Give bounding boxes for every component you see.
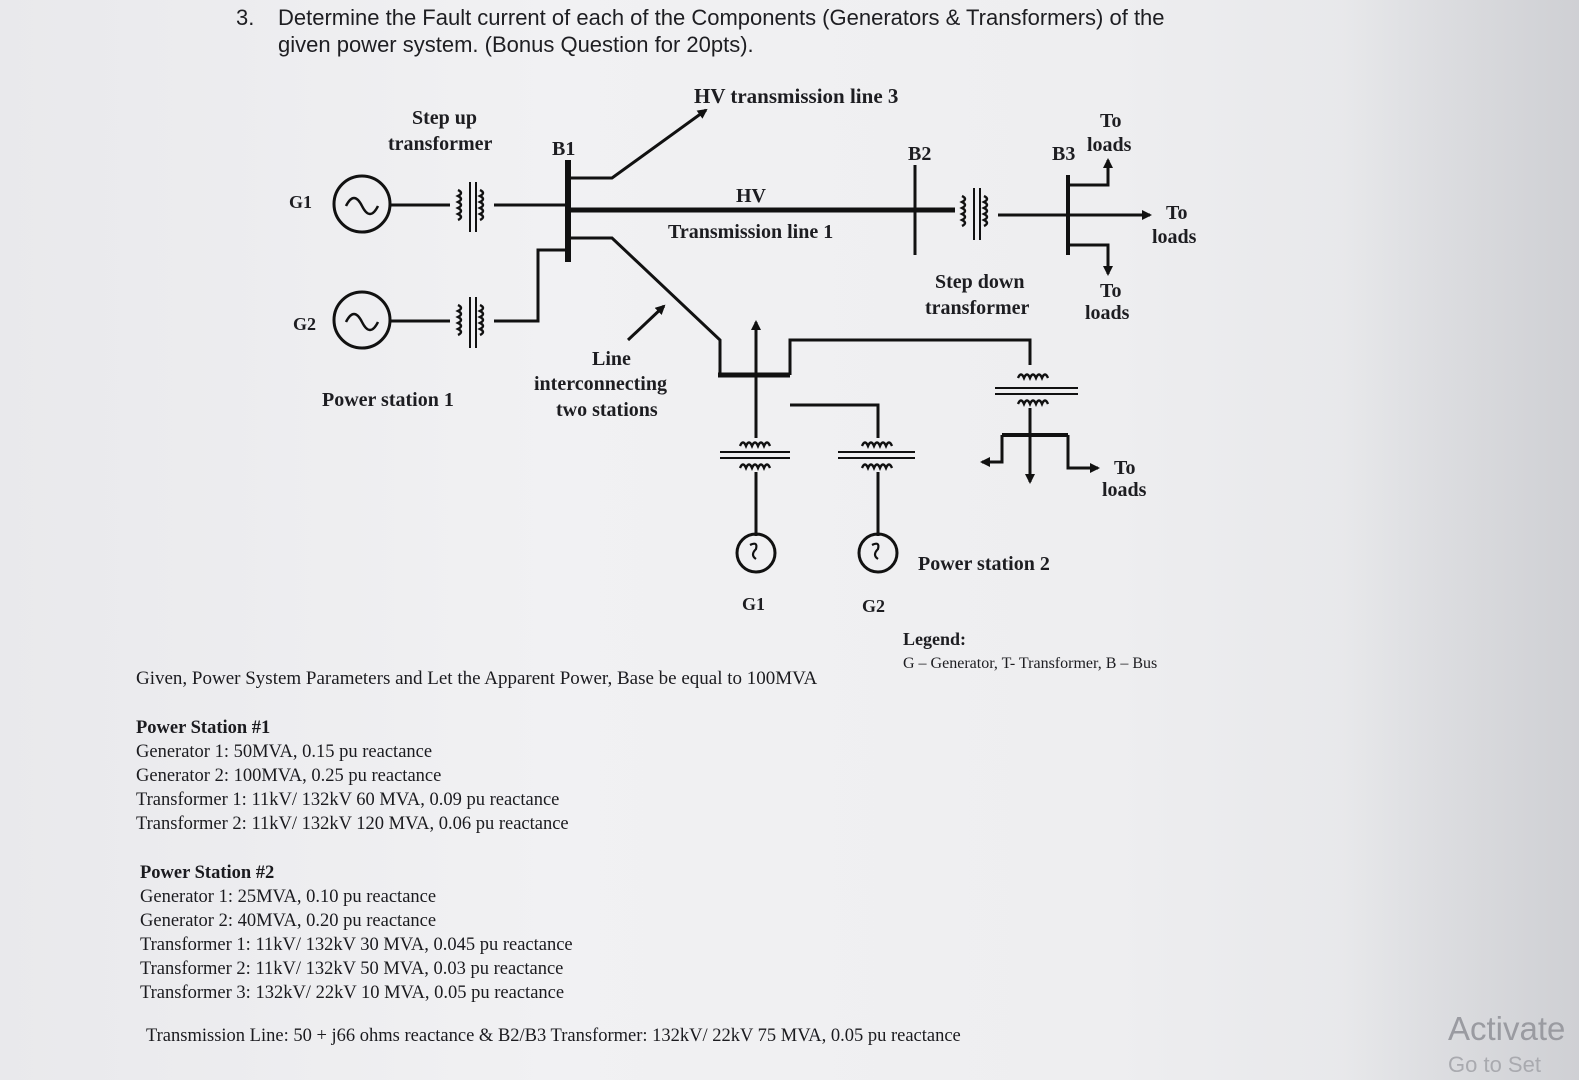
transmission-line-params: Transmission Line: 50 + j66 ohms reactan… [146, 1026, 961, 1046]
label-to-loads-right-1: To [1166, 202, 1188, 224]
power-station-1-params: Power Station #1 Generator 1: 50MVA, 0.1… [136, 716, 569, 836]
label-ps1-g1: G1 [289, 192, 312, 212]
label-to-loads-top-2: loads [1087, 134, 1132, 156]
ps2-g2-generator-symbol [857, 532, 899, 574]
ps1-param: Transformer 2: 11kV/ 132kV 120 MVA, 0.06… [136, 814, 569, 834]
label-line-int-2: interconnecting [534, 373, 667, 395]
ps2-param: Transformer 1: 11kV/ 132kV 30 MVA, 0.045… [140, 935, 573, 955]
question-line-1: Determine the Fault current of each of t… [278, 5, 1165, 30]
screen-edge-shade [1340, 0, 1579, 1080]
label-ps2-g2: G2 [862, 596, 885, 616]
ps2-header: Power Station #2 [140, 863, 275, 883]
question-line-2: given power system. (Bonus Question for … [278, 32, 754, 57]
ps1-t2-transformer-symbol [456, 297, 485, 348]
power-station-2-params: Power Station #2 Generator 1: 25MVA, 0.1… [140, 861, 573, 1005]
activate-windows-watermark: Activate [1448, 1010, 1566, 1047]
label-to-loads-mid-1: To [1100, 280, 1122, 302]
label-b2: B2 [908, 143, 931, 165]
activate-windows-subtext: Go to Set [1448, 1052, 1541, 1077]
ps2-param: Transformer 3: 132kV/ 22kV 10 MVA, 0.05 … [140, 983, 565, 1003]
label-line-int-1: Line [592, 348, 631, 370]
ps2-t1-transformer-symbol [720, 441, 790, 470]
ps2-param: Transformer 2: 11kV/ 132kV 50 MVA, 0.03 … [140, 959, 564, 979]
label-step-up-1: Step up [412, 107, 477, 129]
label-to-loads-top-1: To [1100, 110, 1122, 132]
label-to-loads-right-2: loads [1152, 226, 1197, 248]
legend-title: Legend: [903, 629, 966, 649]
label-power-station-2: Power station 2 [918, 553, 1050, 575]
legend-text: G – Generator, T- Transformer, B – Bus [903, 655, 1157, 672]
label-step-up-2: transformer [388, 133, 493, 155]
question-number: 3. [236, 5, 255, 30]
label-transmission-line-1: Transmission line 1 [668, 221, 833, 243]
label-to-loads-low-1: To [1114, 457, 1136, 479]
label-to-loads-mid-2: loads [1085, 302, 1130, 324]
ps1-t1-transformer-symbol [456, 182, 485, 232]
label-line-int-3: two stations [556, 399, 658, 421]
label-b1: B1 [552, 138, 575, 160]
label-hv: HV [736, 185, 767, 207]
ps1-header: Power Station #1 [136, 718, 271, 738]
ps2-t2-transformer-symbol [838, 441, 915, 470]
ps2-param: Generator 2: 40MVA, 0.20 pu reactance [140, 911, 437, 931]
label-ps2-g1: G1 [742, 594, 765, 614]
label-to-loads-low-2: loads [1102, 479, 1147, 501]
label-hv-line-3: HV transmission line 3 [694, 84, 898, 108]
label-ps1-g2: G2 [293, 314, 316, 334]
ps2-t3-transformer-symbol [995, 373, 1078, 406]
ps1-param: Transformer 1: 11kV/ 132kV 60 MVA, 0.09 … [136, 790, 560, 810]
label-power-station-1: Power station 1 [322, 389, 454, 411]
label-step-down-2: transformer [925, 297, 1030, 319]
label-step-down-1: Step down [935, 271, 1024, 293]
step-down-transformer-symbol [960, 188, 989, 240]
ps2-param: Generator 1: 25MVA, 0.10 pu reactance [140, 887, 437, 907]
ps2-g1-generator-symbol [735, 532, 777, 574]
given-statement: Given, Power System Parameters and Let t… [136, 668, 818, 689]
ps1-param: Generator 2: 100MVA, 0.25 pu reactance [136, 766, 442, 786]
label-b3: B3 [1052, 143, 1075, 165]
ps1-param: Generator 1: 50MVA, 0.15 pu reactance [136, 742, 433, 762]
